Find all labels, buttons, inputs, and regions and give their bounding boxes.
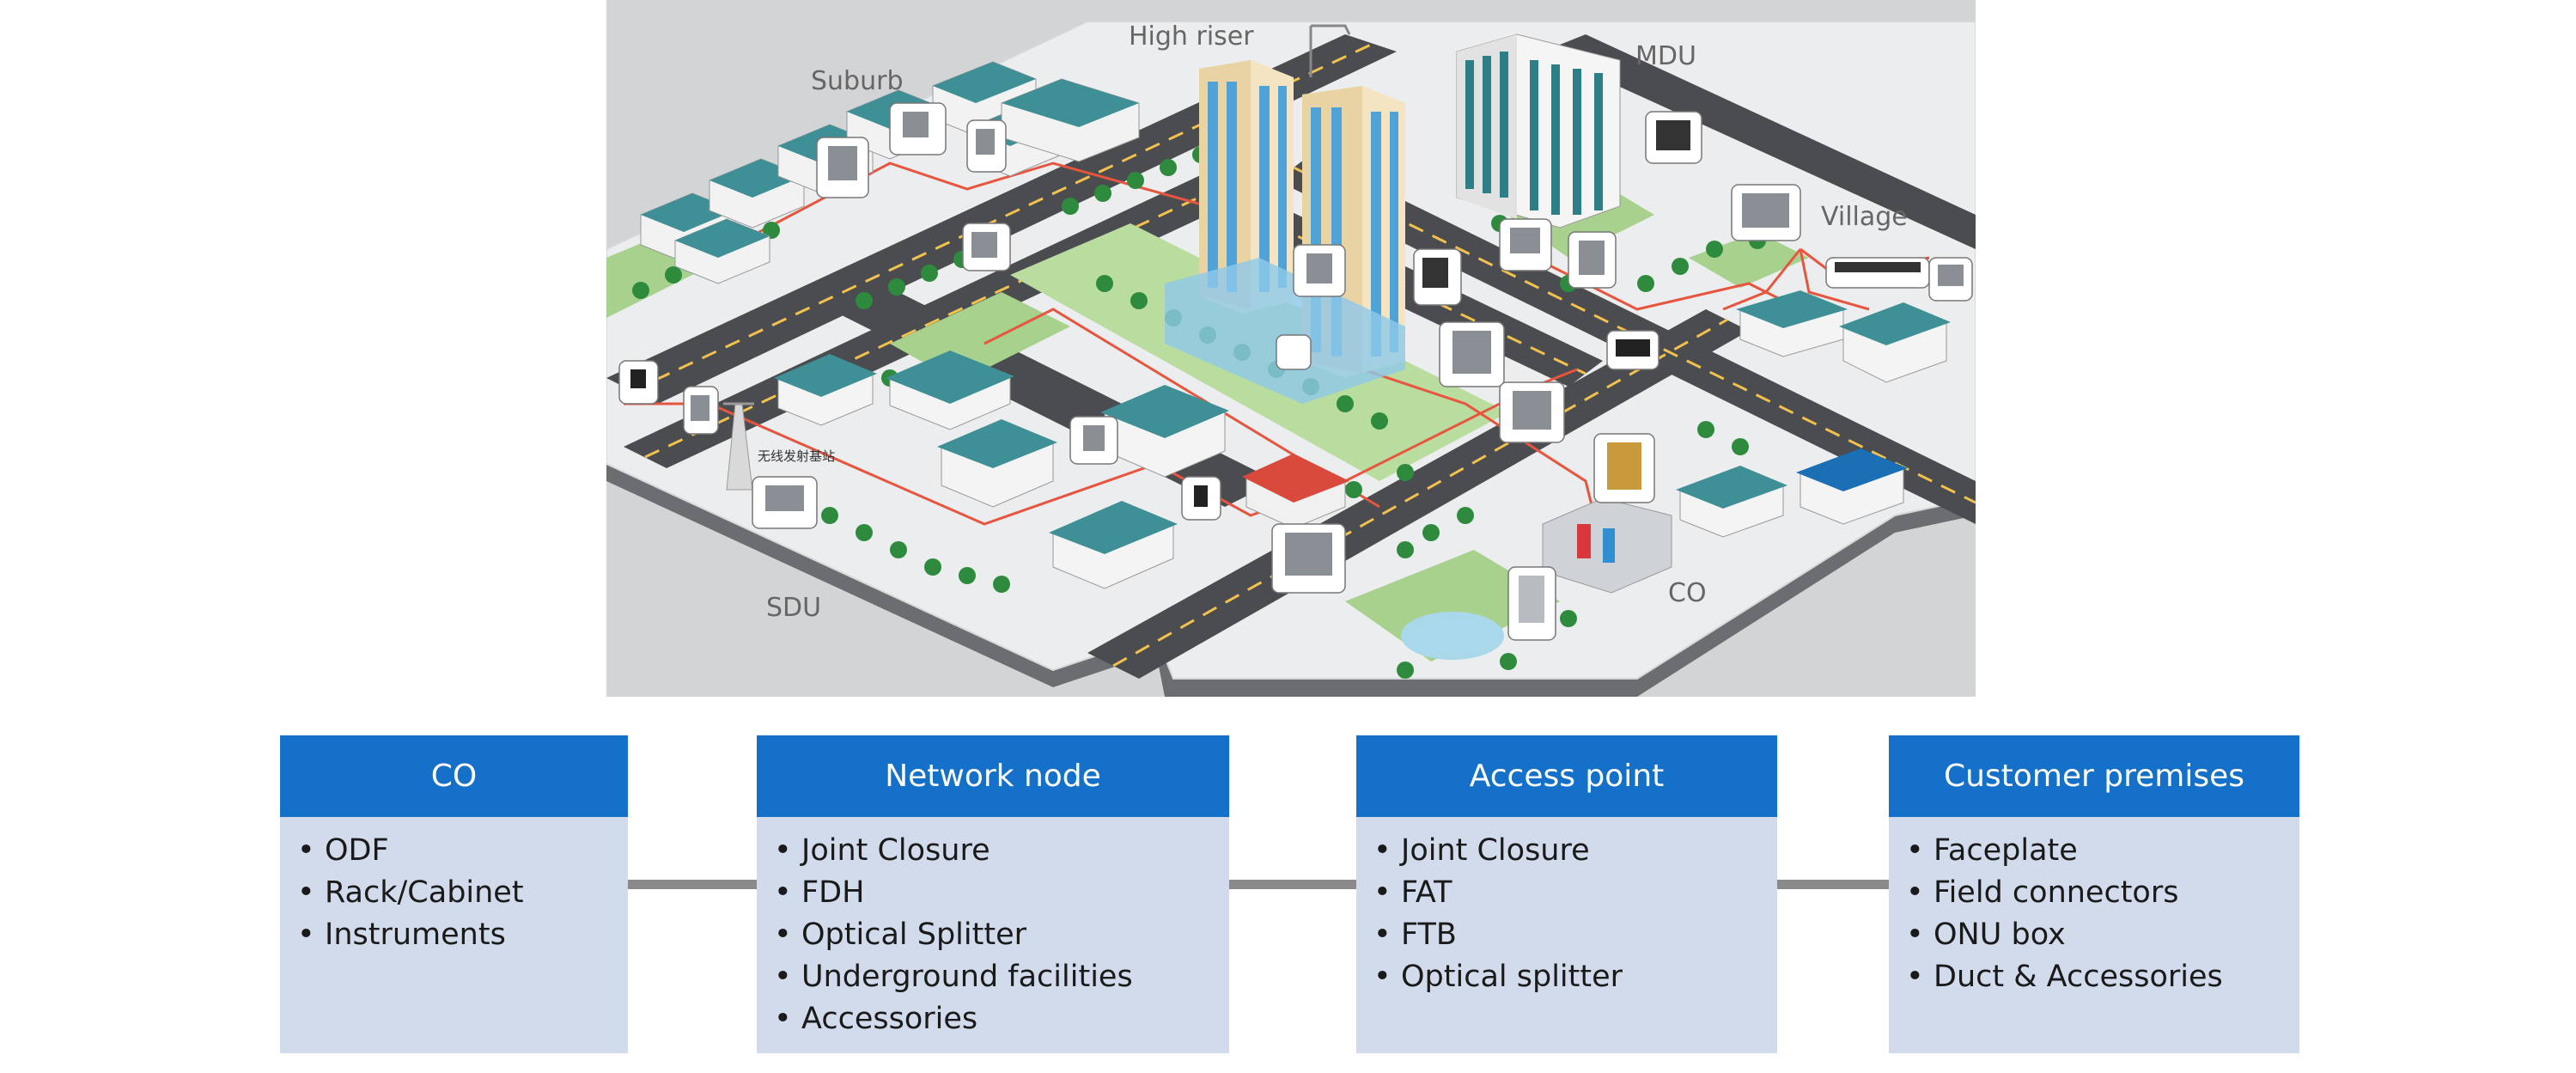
label-mdu: MDU [1635,41,1696,71]
stage-items: ODF Rack/Cabinet Instruments [297,830,619,956]
connector-co-network-node [628,880,757,889]
label-suburb: Suburb [811,66,904,96]
stage-network-node: Network node Joint Closure FDH Optical S… [757,735,1229,1053]
connector-access-point-customer-premises [1777,880,1889,889]
label-sdu: SDU [766,593,821,623]
list-item: Instruments [297,914,619,956]
list-item: Duct & Accessories [1906,956,2291,998]
pond [1401,612,1504,660]
connector-network-node-access-point [1229,880,1356,889]
callout-device-glyphs [630,112,1964,623]
list-item: FDH [774,872,1221,914]
sdu-houses [774,351,1349,589]
list-item: ODF [297,830,619,872]
stage-access-point: Access point Joint Closure FAT FTB Optic… [1356,735,1777,1053]
list-item: FTB [1373,914,1769,956]
label-village: Village [1821,202,1908,232]
list-item: Faceplate [1906,830,2291,872]
list-item: Joint Closure [774,830,1221,872]
label-co: CO [1668,578,1707,608]
stage-title: Network node [757,735,1229,817]
list-item: FAT [1373,872,1769,914]
list-item: Joint Closure [1373,830,1769,872]
wireless-tower [723,402,754,491]
stage-items: Joint Closure FDH Optical Splitter Under… [774,830,1221,1040]
stage-items: Faceplate Field connectors ONU box Duct … [1906,830,2291,998]
label-wireless-base-station: 无线发射基站 [758,448,835,464]
stage-co: CO ODF Rack/Cabinet Instruments [280,735,628,1053]
village-houses [1676,290,1951,538]
stage-items: Joint Closure FAT FTB Optical splitter [1373,830,1769,998]
label-high-riser: High riser [1129,21,1254,52]
list-item: Accessories [774,998,1221,1040]
list-item: Rack/Cabinet [297,872,619,914]
list-item: Optical splitter [1373,956,1769,998]
stage-title: Access point [1356,735,1777,817]
list-item: Optical Splitter [774,914,1221,956]
stage-title: Customer premises [1889,735,2299,817]
stage-title: CO [280,735,628,817]
stage-customer-premises: Customer premises Faceplate Field connec… [1889,735,2299,1053]
list-item: Underground facilities [774,956,1221,998]
network-city-illustration: High riser MDU Suburb Village SDU CO 无线发… [606,0,1976,697]
list-item: Field connectors [1906,872,2291,914]
mdu-building [1456,34,1621,229]
list-item: ONU box [1906,914,2291,956]
